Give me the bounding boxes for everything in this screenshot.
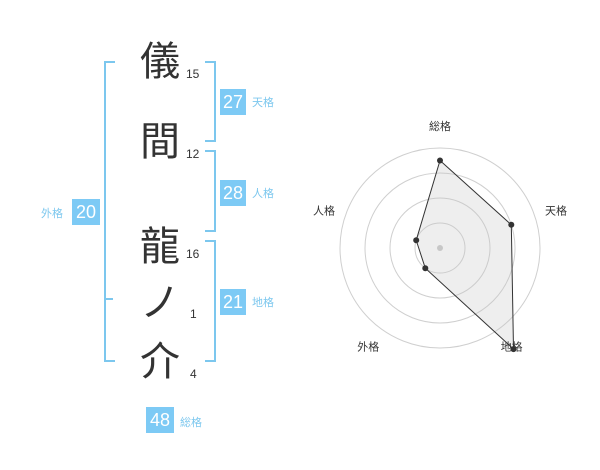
gaikaku-value: 20 [72, 199, 100, 225]
radar-point [510, 346, 517, 353]
radar-ring [414, 222, 466, 274]
jinkaku-label: 人格 [252, 187, 274, 200]
radar-axis-label: 天格 [545, 203, 567, 217]
gaikaku-label: 外格 [41, 207, 63, 220]
tenkaku-value: 27 [220, 89, 246, 115]
name-char-4: ノ [140, 280, 180, 326]
name-char-5: 介 [140, 339, 180, 385]
chikaku-value: 21 [220, 289, 246, 315]
jinkaku-value: 28 [220, 180, 246, 206]
stroke-count-2: 12 [186, 147, 200, 161]
radar-point [508, 221, 515, 228]
chikaku-label: 地格 [252, 296, 274, 309]
radar-ring [339, 147, 541, 349]
radar-point [422, 265, 429, 272]
chikaku-bracket [205, 240, 216, 362]
stroke-count-1: 15 [186, 67, 200, 81]
name-char-3: 龍 [140, 224, 180, 270]
name-char-1: 儀 [140, 39, 180, 85]
radar-center [437, 245, 443, 251]
radar-axis-label: 地格 [501, 340, 523, 354]
tenkaku-bracket [205, 61, 216, 142]
soukaku-label: 総格 [180, 416, 202, 429]
radar-polygon [415, 159, 515, 351]
radar-axis-label: 人格 [313, 203, 335, 217]
radar-axis-label: 総格 [429, 119, 451, 133]
name-char-2: 間 [140, 119, 180, 165]
radar-axis-label: 外格 [357, 340, 379, 354]
gaikaku-bracket-tick-low [104, 298, 113, 300]
stroke-count-4: 1 [190, 307, 197, 321]
tenkaku-label: 天格 [252, 96, 274, 109]
stroke-count-5: 4 [190, 367, 197, 381]
stroke-count-3: 16 [186, 247, 200, 261]
radar-point [437, 157, 443, 164]
radar-ring [389, 197, 491, 299]
gaikaku-bracket [104, 61, 115, 362]
radar-ring [364, 172, 516, 324]
radar-point [413, 237, 420, 244]
soukaku-value: 48 [146, 407, 174, 433]
jinkaku-bracket [205, 150, 216, 232]
